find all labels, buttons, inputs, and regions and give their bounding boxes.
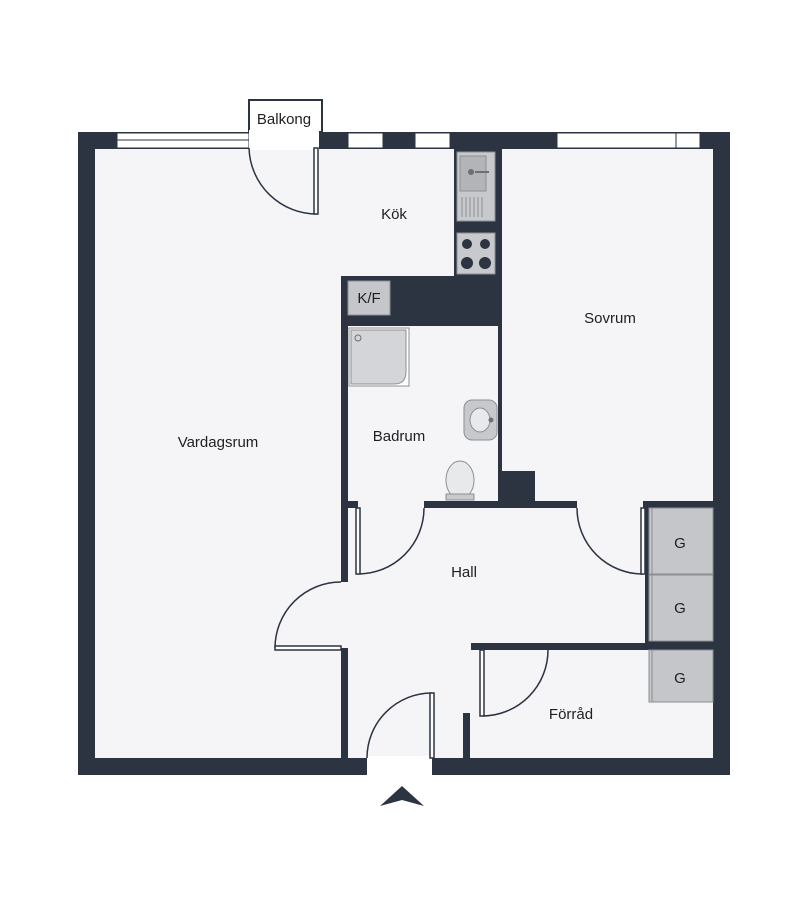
- wardrobe-label-1: G: [674, 535, 686, 552]
- storage-opening: [463, 643, 471, 713]
- window-kitchen-1: [347, 132, 384, 149]
- wardrobe-1: [648, 507, 714, 575]
- window-kitchen-2: [414, 132, 451, 149]
- toilet-tank: [445, 493, 475, 501]
- shower-tray: [350, 329, 407, 385]
- wardrobe-label-3: G: [674, 670, 686, 687]
- living-hall-opening: [341, 582, 349, 648]
- sink-basin: [459, 155, 487, 192]
- balcony-door-opening: [249, 130, 319, 150]
- room-label-bedroom: Sovrum: [584, 310, 636, 327]
- bath-door-arc: [357, 507, 425, 575]
- stove-burner: [480, 239, 490, 249]
- bed-hall-opening: [577, 500, 643, 509]
- room-label-storage: Förråd: [549, 706, 593, 723]
- living-room-floor: [95, 149, 341, 758]
- bath-hall-opening: [358, 500, 424, 509]
- hall-floor-lower: [348, 643, 463, 758]
- entrance-opening: [367, 756, 432, 776]
- room-label-bathroom: Badrum: [373, 428, 426, 445]
- room-label-balcony: Balkong: [257, 111, 311, 128]
- balcony-door-arc: [248, 147, 318, 215]
- stove-burner: [479, 257, 491, 269]
- balcony-door-leaf: [313, 147, 319, 215]
- entrance-door-arc: [366, 692, 433, 759]
- drainboard: [461, 197, 483, 217]
- fridge-freezer: [347, 280, 391, 316]
- washbasin-bowl: [469, 407, 491, 433]
- stove-burner: [461, 257, 473, 269]
- toilet-icon: [445, 460, 475, 500]
- bedroom-floor: [502, 149, 713, 471]
- storage-door-leaf: [479, 649, 485, 717]
- shower-drain: [354, 334, 362, 342]
- bedroom-floor-lower: [535, 471, 713, 501]
- wardrobe-2: [648, 574, 714, 642]
- entrance-arrow-icon: [380, 786, 424, 806]
- living-door-arc: [274, 581, 342, 649]
- room-label-living: Vardagsrum: [178, 434, 259, 451]
- washbasin-tap: [488, 417, 494, 423]
- bath-door-leaf: [355, 507, 361, 575]
- storage-door-arc: [481, 649, 549, 717]
- living-door-leaf: [274, 645, 342, 651]
- window-bedroom: [556, 132, 701, 149]
- fridge-freezer-label: K/F: [357, 290, 380, 307]
- entrance-door-leaf: [429, 692, 435, 759]
- hall-floor: [348, 508, 645, 643]
- bed-door-leaf: [640, 507, 646, 575]
- sink-drain: [468, 169, 474, 175]
- wardrobe-label-2: G: [674, 600, 686, 617]
- room-label-kitchen: Kök: [381, 206, 407, 223]
- room-label-hall: Hall: [451, 564, 477, 581]
- stove-burner: [462, 239, 472, 249]
- stove-icon: [456, 232, 496, 275]
- bed-door-arc: [576, 507, 644, 575]
- wardrobe-3: [648, 649, 714, 703]
